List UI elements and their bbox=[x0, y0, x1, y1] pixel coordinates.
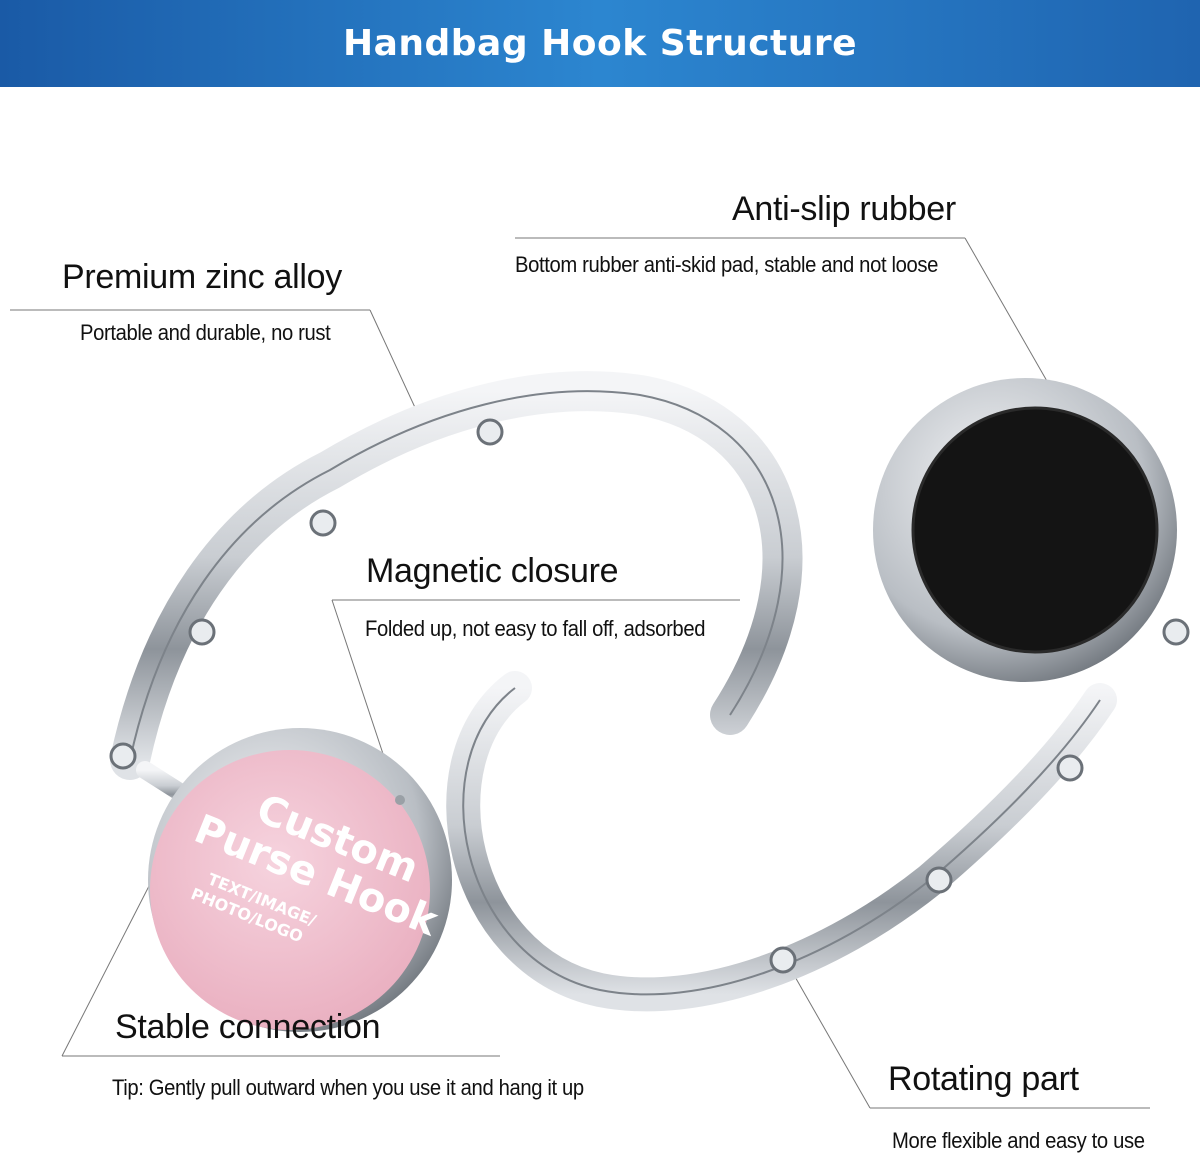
callout-magnetic-desc: Folded up, not easy to fall off, adsorbe… bbox=[365, 616, 706, 641]
callout-rubber-desc: Bottom rubber anti-skid pad, stable and … bbox=[515, 252, 939, 277]
page-title: Handbag Hook Structure bbox=[342, 23, 858, 64]
callout-zinc-title: Premium zinc alloy bbox=[62, 258, 342, 296]
callout-stable-title: Stable connection bbox=[115, 1008, 381, 1046]
callout-zinc-desc: Portable and durable, no rust bbox=[80, 320, 331, 345]
callout-magnetic-title: Magnetic closure bbox=[366, 552, 619, 590]
upper-hook-edge bbox=[129, 390, 784, 761]
callout-rotating-title: Rotating part bbox=[888, 1060, 1079, 1098]
hinge-joints bbox=[109, 418, 1190, 974]
lower-hook-edge bbox=[462, 687, 1101, 996]
custom-logo-disc bbox=[136, 728, 452, 1032]
callout-rubber-title: Anti-slip rubber bbox=[732, 190, 956, 228]
rubber-disc bbox=[873, 378, 1177, 682]
title-banner: Handbag Hook Structure bbox=[0, 0, 1200, 87]
callout-rotating-desc: More flexible and easy to use bbox=[892, 1128, 1145, 1153]
callout-stable-desc: Tip: Gently pull outward when you use it… bbox=[112, 1075, 584, 1100]
